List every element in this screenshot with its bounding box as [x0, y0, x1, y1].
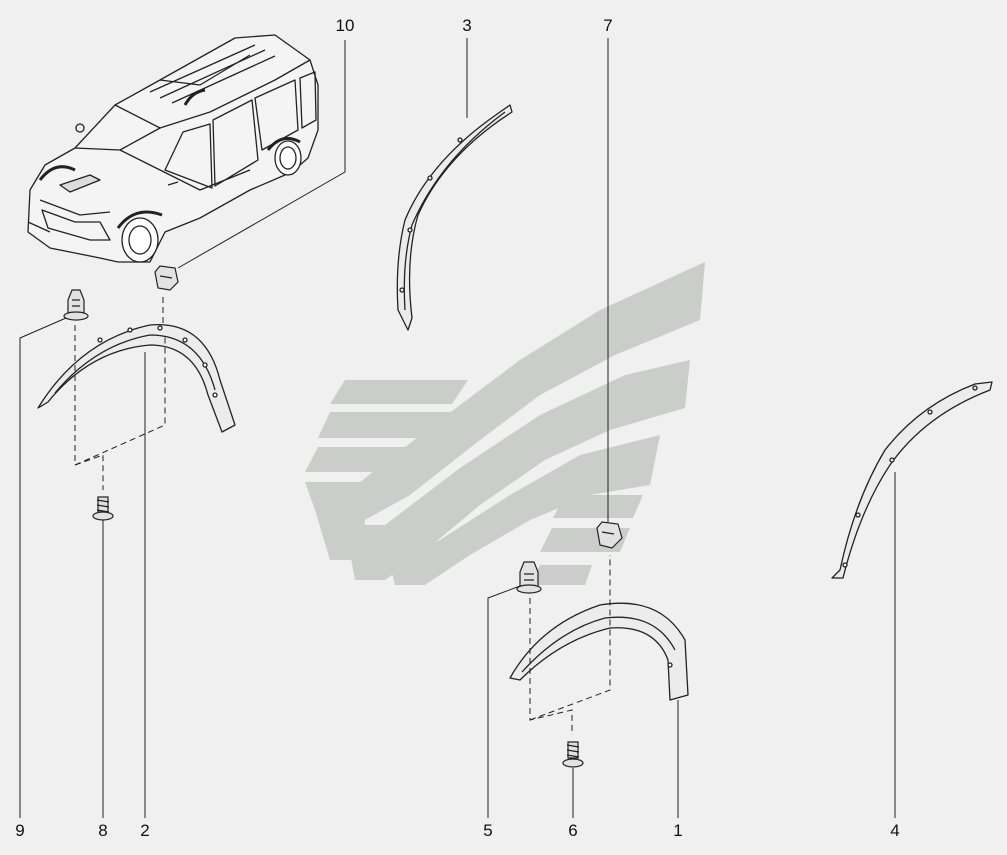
arch-seal-strip-right-icon	[831, 381, 993, 579]
clip-icon-9	[63, 289, 89, 321]
callout-9: 9	[15, 821, 25, 840]
callout-2: 2	[140, 821, 150, 840]
clip-icon-5	[516, 561, 542, 594]
vehicle-overview-icon	[27, 34, 319, 263]
leader-lines	[19, 38, 896, 818]
callout-7: 7	[603, 16, 613, 35]
callout-4: 4	[890, 821, 900, 840]
callout-5: 5	[483, 821, 493, 840]
callout-1: 1	[673, 821, 683, 840]
callout-6: 6	[568, 821, 578, 840]
front-wheel-arch-trim-icon	[37, 323, 236, 433]
callout-10: 10	[335, 16, 355, 35]
watermark-logo	[305, 262, 705, 585]
retainer-icon-7	[596, 521, 623, 549]
arch-seal-strip-left-icon	[396, 104, 513, 331]
callout-3: 3	[462, 16, 472, 35]
screw-icon-8	[92, 496, 114, 521]
assembly-lines	[74, 297, 611, 735]
rear-wheel-arch-trim-icon	[509, 602, 689, 701]
callout-8: 8	[98, 821, 108, 840]
retainer-icon-10	[154, 265, 179, 291]
screw-icon-6	[562, 741, 584, 768]
